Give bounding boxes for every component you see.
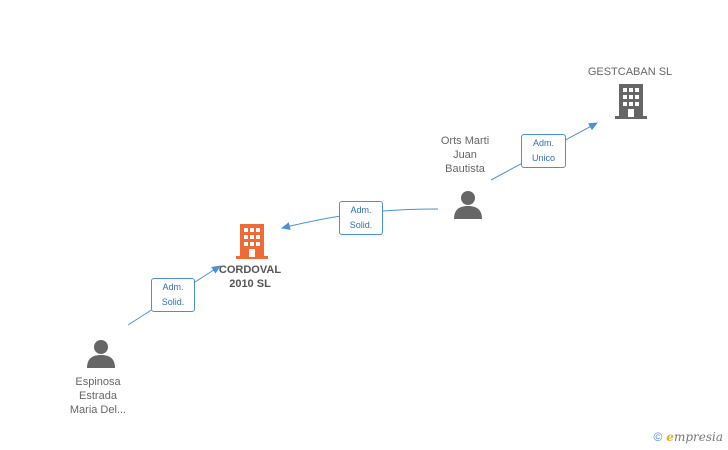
person-name-line: Bautista [445, 163, 485, 175]
building-icon-highlighted[interactable] [236, 224, 268, 259]
role-badge-line: Solid. [161, 297, 185, 307]
building-icon[interactable] [615, 84, 647, 119]
role-badge-line: Adm. [532, 138, 554, 148]
person-icon[interactable] [453, 190, 483, 220]
copyright-symbol: © [653, 430, 663, 444]
company-node-cordoval-label[interactable]: CORDOVAL 2010 SL [200, 263, 300, 291]
role-badge-line: Adm. [162, 282, 184, 292]
role-badge-adm-solid[interactable]: Adm. Solid. [151, 278, 195, 312]
brand-watermark: © empresia [653, 430, 723, 444]
company-name-line: 2010 SL [229, 278, 271, 290]
role-badge-adm-unico[interactable]: Adm. Unico [521, 134, 566, 168]
person-node-orts-label[interactable]: Orts Marti Juan Bautista [415, 134, 515, 176]
person-name-line: Orts Marti [440, 135, 490, 147]
role-badge-line: Unico [531, 153, 555, 163]
person-name-line: Juan [453, 149, 477, 161]
company-name-line: CORDOVAL [218, 264, 282, 276]
role-badge-adm-solid[interactable]: Adm. Solid. [339, 201, 383, 235]
person-icon[interactable] [86, 339, 116, 369]
role-badge-line: Solid. [349, 220, 373, 230]
empresia-logo: empresia [666, 430, 723, 444]
person-name-line: Estrada [79, 390, 117, 402]
role-badge-line: Adm. [350, 205, 372, 215]
person-node-espinosa-label[interactable]: Espinosa Estrada Maria Del... [48, 375, 148, 417]
company-node-gestcaban-label[interactable]: GESTCABAN SL [587, 66, 673, 78]
person-name-line: Espinosa [75, 376, 121, 388]
person-name-line: Maria Del... [69, 404, 127, 416]
